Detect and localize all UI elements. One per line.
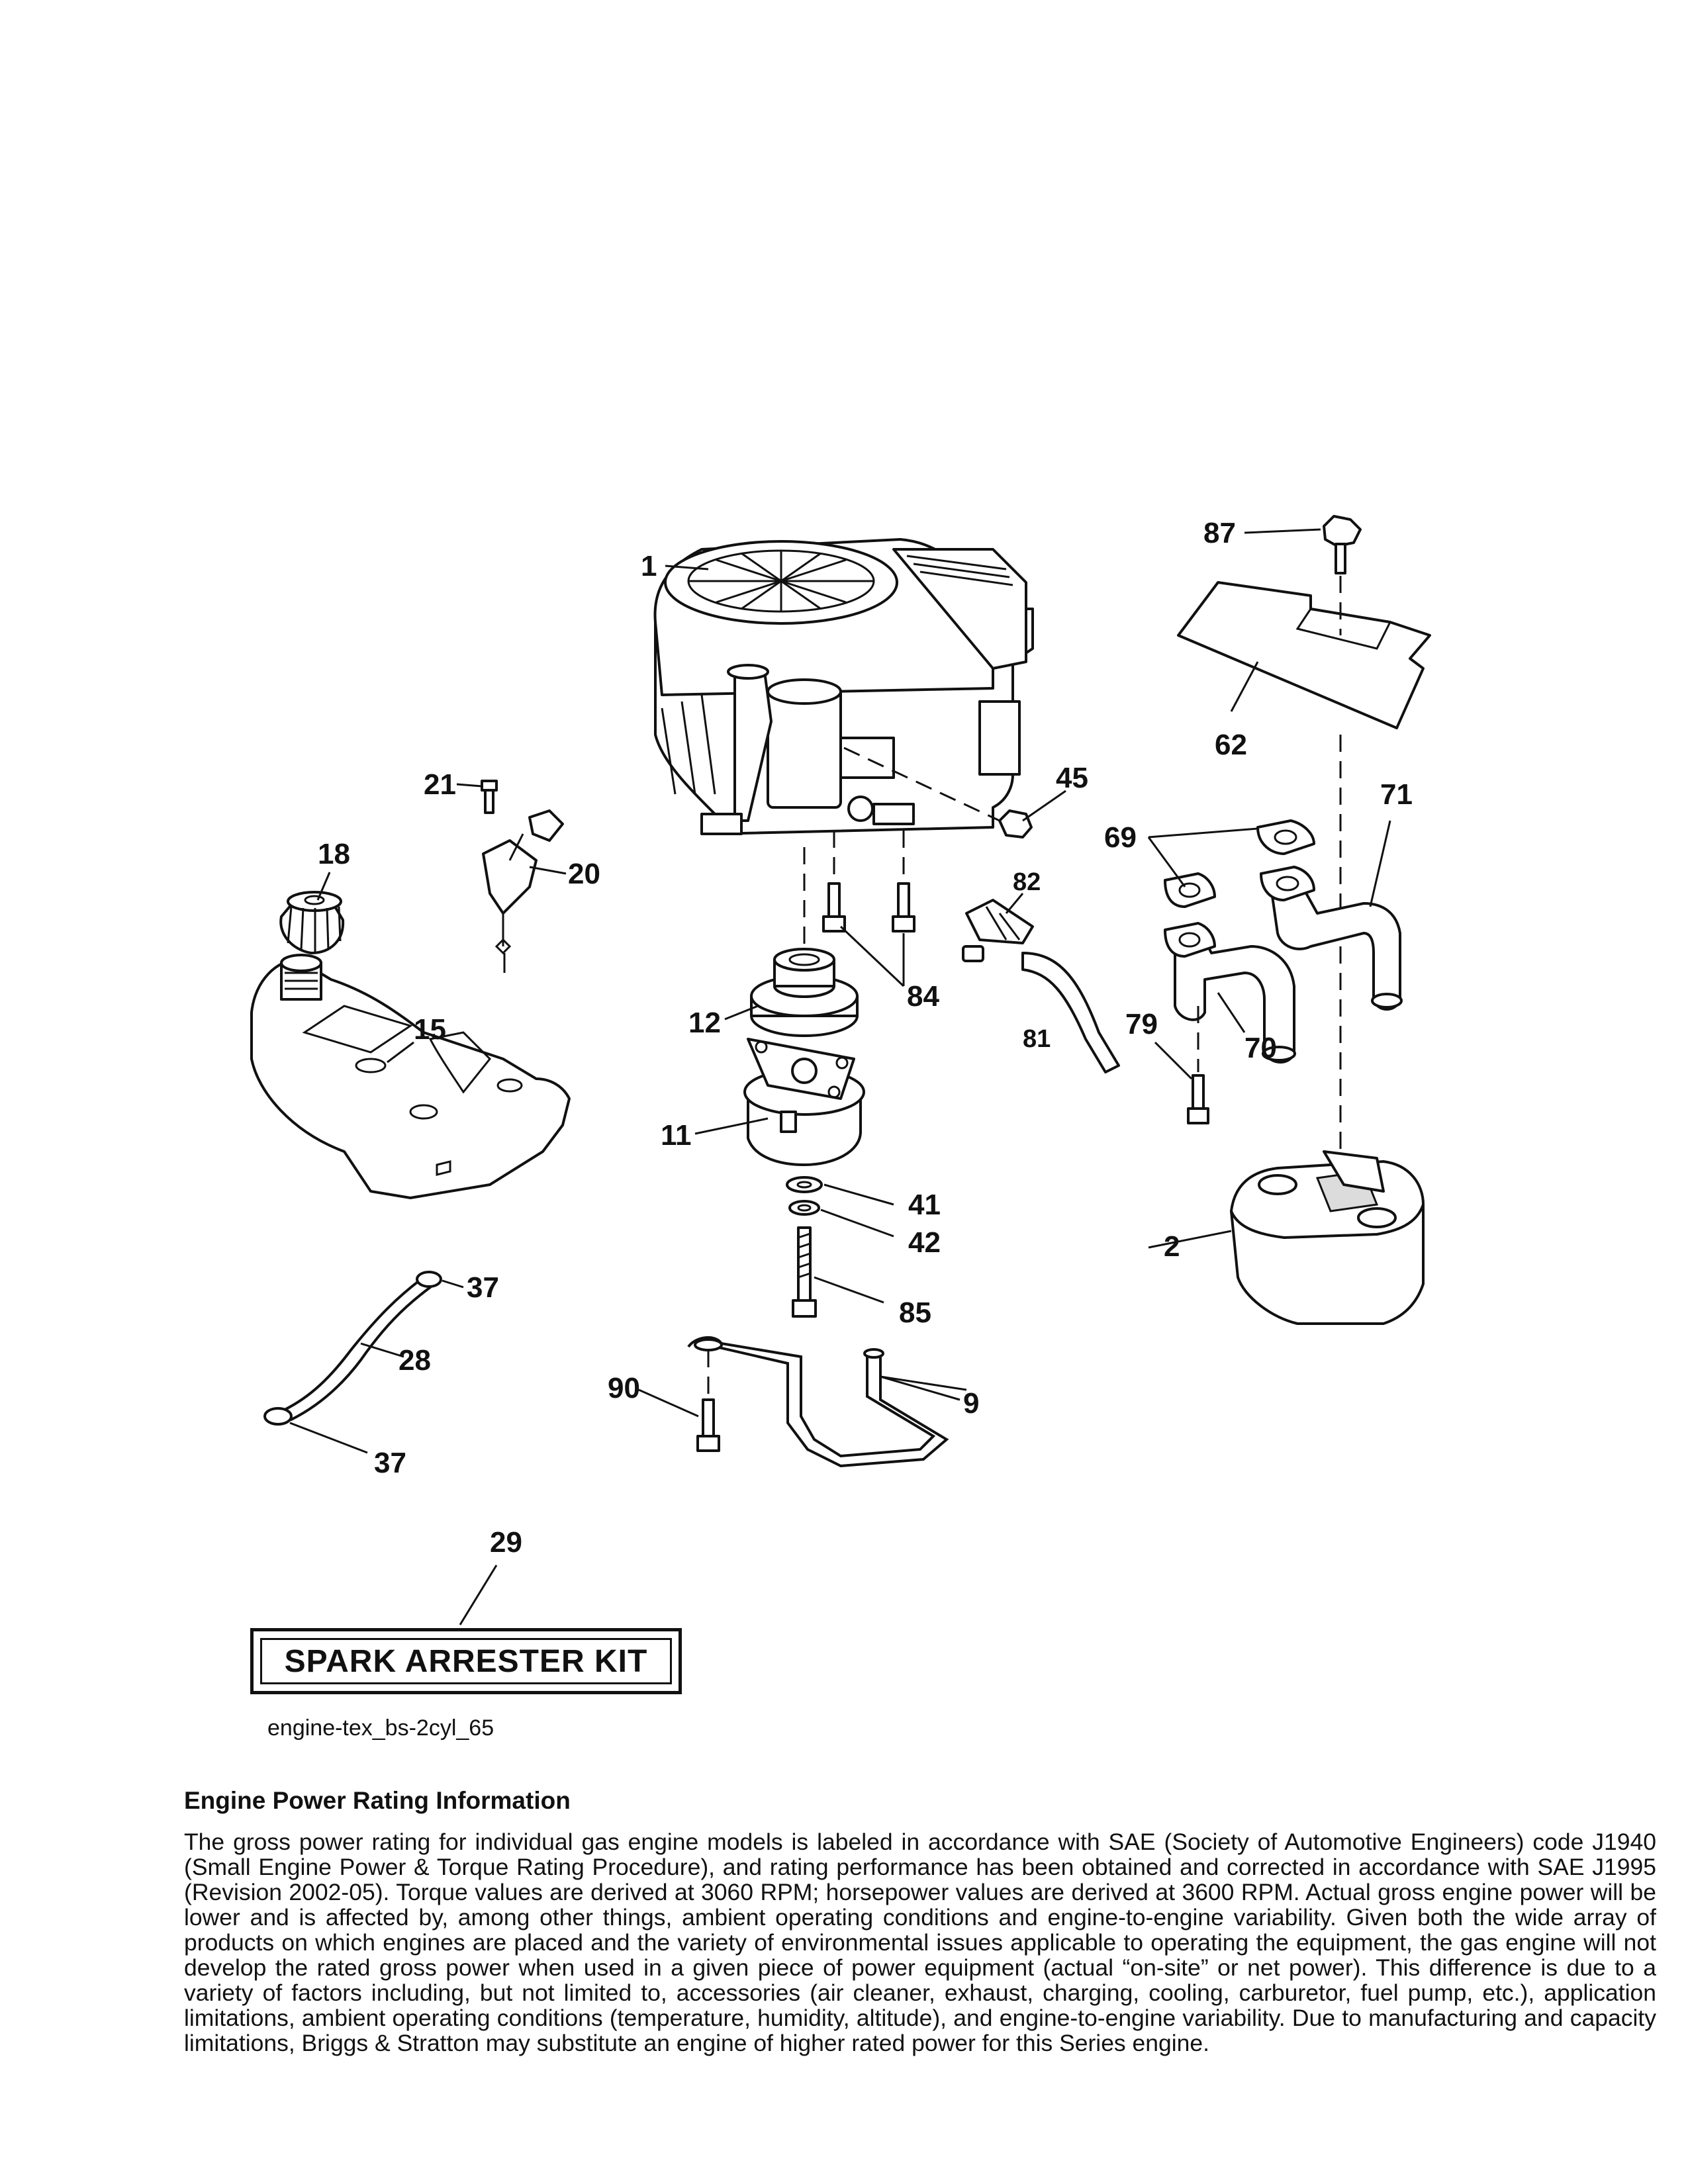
callout-1: 1 bbox=[641, 550, 657, 582]
info-title: Engine Power Rating Information bbox=[184, 1787, 571, 1814]
callout-9: 9 bbox=[963, 1387, 979, 1420]
fuel-cap-18 bbox=[279, 891, 345, 954]
diagram-code: engine-tex_bs-2cyl_65 bbox=[267, 1715, 494, 1741]
clamp-37-top bbox=[416, 1271, 442, 1288]
callout-82: 82 bbox=[1013, 868, 1041, 896]
fuel-line-81 bbox=[1021, 952, 1120, 1073]
callout-84: 84 bbox=[907, 980, 939, 1013]
bolt-85 bbox=[792, 1226, 817, 1318]
callout-71: 71 bbox=[1380, 778, 1413, 811]
callout-70: 70 bbox=[1244, 1032, 1277, 1064]
callout-41: 41 bbox=[908, 1189, 941, 1221]
spark-arrester-kit-box: SPARK ARRESTER KIT bbox=[250, 1628, 682, 1694]
bolt-79 bbox=[1187, 1006, 1209, 1124]
info-body: The gross power rating for individual ga… bbox=[184, 1829, 1656, 2056]
callout-90: 90 bbox=[608, 1372, 640, 1404]
muffler bbox=[1230, 1150, 1425, 1325]
pulley-12 bbox=[750, 948, 859, 1037]
washer-41 bbox=[786, 1176, 823, 1193]
heat-shield bbox=[1177, 581, 1431, 729]
nut-45 bbox=[998, 809, 1033, 839]
engine-power-rating-section: Engine Power Rating Information The gros… bbox=[184, 1787, 1656, 2056]
callout-20: 20 bbox=[568, 858, 600, 890]
callout-69: 69 bbox=[1104, 821, 1137, 854]
bolt-90 bbox=[696, 1350, 720, 1452]
callout-45: 45 bbox=[1056, 762, 1088, 794]
callout-29: 29 bbox=[490, 1526, 522, 1559]
callout-85: 85 bbox=[899, 1297, 931, 1329]
callout-15: 15 bbox=[414, 1013, 446, 1046]
callout-21: 21 bbox=[424, 768, 456, 801]
callout-42: 42 bbox=[908, 1226, 941, 1259]
callout-2: 2 bbox=[1164, 1230, 1180, 1263]
pto-clutch-11 bbox=[743, 1038, 865, 1166]
callout-37-bottom: 37 bbox=[374, 1447, 406, 1479]
washer-42 bbox=[788, 1200, 820, 1216]
engine-assembly bbox=[653, 538, 1034, 835]
kit-box-inner-border bbox=[260, 1638, 672, 1684]
shield-screw bbox=[1323, 515, 1362, 635]
callout-28: 28 bbox=[399, 1344, 431, 1377]
fuel-filter bbox=[962, 899, 1034, 962]
bolts-84 bbox=[822, 831, 915, 933]
exhaust-gaskets bbox=[1164, 819, 1315, 958]
screw-21 bbox=[481, 780, 498, 814]
callout-numbers: 1 87 62 45 69 71 82 84 12 81 79 70 11 41… bbox=[318, 517, 1413, 1559]
callout-18: 18 bbox=[318, 838, 350, 870]
callout-37-top: 37 bbox=[467, 1271, 499, 1304]
callout-62: 62 bbox=[1215, 729, 1247, 761]
leader-lines bbox=[289, 528, 1391, 1625]
callout-79: 79 bbox=[1125, 1008, 1158, 1040]
callout-12: 12 bbox=[688, 1007, 721, 1039]
spark-arrester-kit-label: SPARK ARRESTER KIT bbox=[284, 1643, 648, 1679]
exhaust-pipe-71 bbox=[1270, 882, 1403, 1011]
bracket-9 bbox=[687, 1336, 967, 1468]
clamp-37-bottom bbox=[263, 1407, 293, 1426]
throttle-control-20 bbox=[482, 809, 564, 973]
fuel-tank-15 bbox=[250, 954, 571, 1199]
callout-87: 87 bbox=[1203, 517, 1236, 549]
callout-11: 11 bbox=[661, 1119, 692, 1152]
callout-81: 81 bbox=[1023, 1025, 1051, 1053]
